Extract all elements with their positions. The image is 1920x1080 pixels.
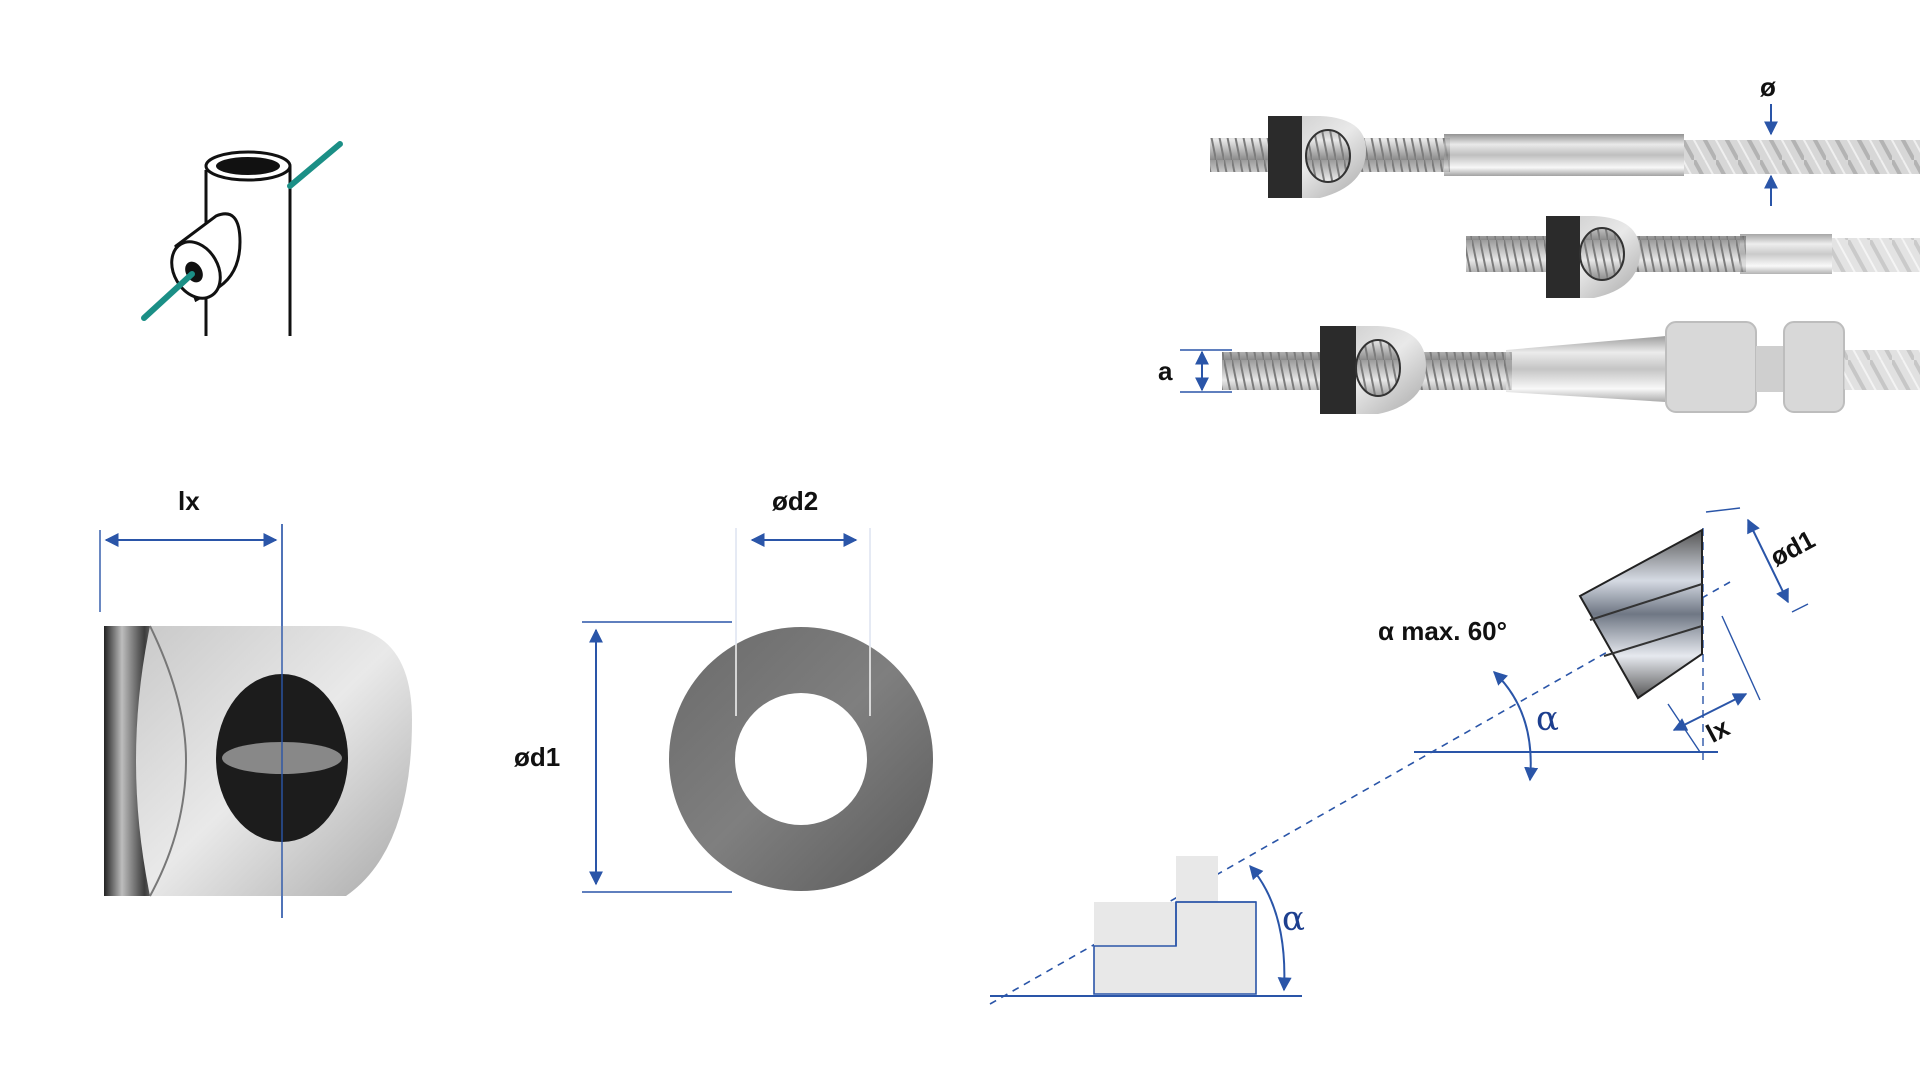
alpha-lower-label: α [1282,899,1305,939]
alpha-max-label: α max. 60° [1378,616,1507,646]
d1-label-left: ød1 [514,742,560,772]
a-label: a [1158,356,1173,386]
a-dimension: a [1158,349,1232,393]
side-view-drawing: lx [99,486,412,918]
lx-label-top: lx [178,486,200,516]
terminal-product-3 [1222,321,1920,414]
mounting-icon [141,141,343,336]
lx-label-right: lx [1701,712,1735,749]
angle-drawing: α α α max. 60° ød1 lx [989,507,1820,1005]
diameter-label: ø [1760,72,1776,102]
terminal-product-2 [1466,216,1920,298]
washer-drawing: ød2 ød1 [514,486,933,893]
alpha-upper-label: α [1536,699,1559,739]
d2-label: ød2 [772,486,818,516]
terminal-product-1 [1210,116,1920,198]
diameter-dimension: ø [1760,72,1778,206]
d1-label-right: ød1 [1765,524,1820,572]
